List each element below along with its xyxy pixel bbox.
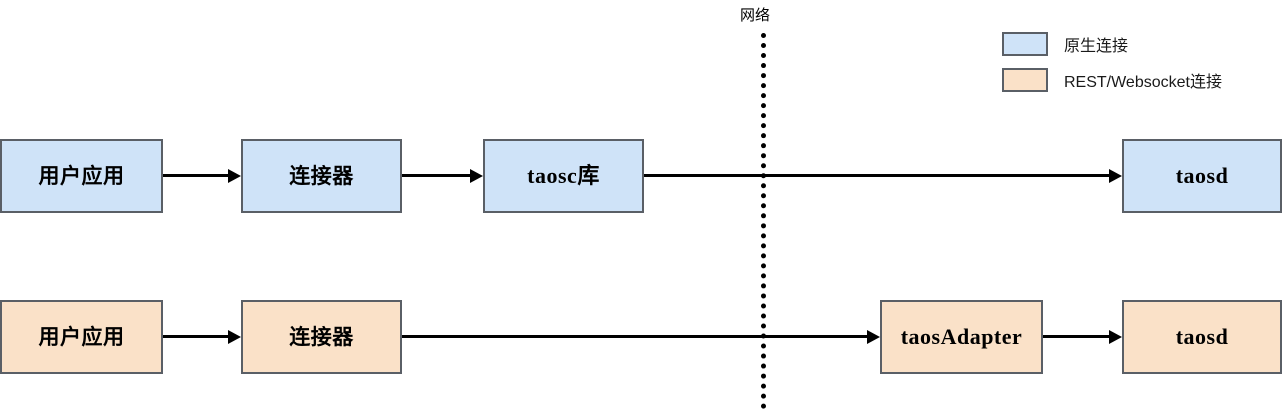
arrowhead-connector-to-taosc <box>470 169 483 183</box>
connector-line-connector-to-taosc <box>402 174 470 177</box>
node-user-app-rest: 用户应用 <box>0 300 163 374</box>
connector-line-taosc-to-taosd <box>644 174 1109 177</box>
legend-swatch-rest <box>1002 68 1048 92</box>
node-connector-rest: 连接器 <box>241 300 402 374</box>
network-divider-label: 网络 <box>740 7 771 24</box>
legend-label-native: 原生连接 <box>1064 38 1129 55</box>
connector-line-userapp-to-connector-native <box>163 174 228 177</box>
connector-line-connector-to-taosadapter <box>402 335 867 338</box>
node-taosc-library: taosc库 <box>483 139 644 213</box>
legend-swatch-native <box>1002 32 1048 56</box>
arrowhead-userapp-to-connector-native <box>228 169 241 183</box>
legend-label-rest: REST/Websocket连接 <box>1064 74 1222 91</box>
arrowhead-taosc-to-taosd <box>1109 169 1122 183</box>
arrowhead-userapp-to-connector-rest <box>228 330 241 344</box>
legend-item-rest: REST/Websocket连接 <box>1002 66 1222 94</box>
legend-item-native: 原生连接 <box>1002 30 1222 58</box>
node-taos-adapter: taosAdapter <box>880 300 1043 374</box>
arrowhead-taosadapter-to-taosd <box>1109 330 1122 344</box>
node-taosd-rest: taosd <box>1122 300 1282 374</box>
network-divider-line <box>761 33 766 409</box>
connector-line-userapp-to-connector-rest <box>163 335 228 338</box>
connector-line-taosadapter-to-taosd <box>1043 335 1109 338</box>
arrowhead-connector-to-taosadapter <box>867 330 880 344</box>
legend: 原生连接 REST/Websocket连接 <box>1002 30 1222 102</box>
node-connector-native: 连接器 <box>241 139 402 213</box>
node-user-app-native: 用户应用 <box>0 139 163 213</box>
node-taosd-native: taosd <box>1122 139 1282 213</box>
